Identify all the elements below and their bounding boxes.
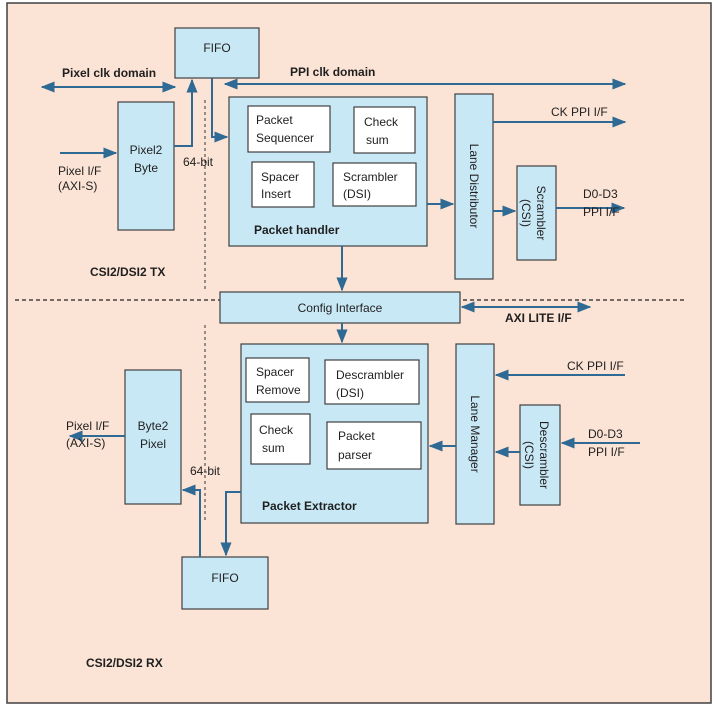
rx-section-label: CSI2/DSI2 RX: [86, 656, 163, 670]
tx-section-label: CSI2/DSI2 TX: [90, 265, 165, 279]
config-interface-block: [219, 291, 461, 324]
tx-pixel-if-label: Pixel I/F(AXI-S): [58, 164, 101, 193]
pixel-clk-domain-label: Pixel clk domain: [62, 66, 156, 80]
ppi-clk-domain-label: PPI clk domain: [290, 65, 375, 79]
rx-fifo-block: [181, 556, 269, 610]
spacer-insert-block: [251, 161, 315, 208]
descrambler-dsi-label: Descrambler(DSI): [336, 368, 404, 400]
lane-manager-block: [455, 343, 495, 525]
config-interface-label: Config Interface: [298, 301, 383, 315]
spacer-remove-block: [245, 357, 310, 403]
lane-distributor-block: [454, 93, 494, 280]
fifo-to-packet-handler-arrow: [211, 78, 229, 143]
descrambler-dsi-block: [324, 359, 420, 405]
rx-ck-ppi-if-label: CK PPI I/F: [567, 359, 624, 373]
packet-handler-label: Packet handler: [254, 223, 340, 237]
packet-extractor-to-fifo-arrow: [220, 491, 241, 557]
rx-fifo-label: FIFO: [211, 571, 238, 585]
scrambler-csi-label: Scrambler(CSI): [519, 186, 548, 241]
rx-checksum-block: [250, 413, 311, 465]
fifo-to-byte2pixel-arrow: [181, 484, 201, 557]
descrambler-csi-block: [519, 404, 561, 506]
scrambler-dsi-label: Scrambler(DSI): [343, 170, 398, 201]
tx-fifo-label: FIFO: [203, 41, 230, 55]
packet-parser-block: [326, 421, 422, 470]
tx-bus-width-label: 64-bit: [183, 155, 214, 169]
lane-manager-label: Lane Manager: [468, 395, 482, 472]
tx-checksum-block: [353, 106, 416, 154]
pixel2byte-block: [117, 101, 175, 231]
rx-pixel-if-label: Pixel I/F(AXI-S): [66, 419, 109, 450]
tx-ck-ppi-if-label: CK PPI I/F: [551, 105, 608, 119]
packet-extractor-label: Packet Extractor: [262, 499, 357, 513]
descrambler-csi-label: Descrambler(CSI): [522, 421, 551, 489]
axi-lite-if-label: AXI LITE I/F: [505, 311, 572, 325]
packet-sequencer-block: [247, 105, 331, 153]
scrambler-dsi-block: [332, 162, 417, 207]
lane-distributor-label: Lane Distributor: [467, 144, 481, 229]
pixel2byte-to-fifo-arrow: [174, 78, 198, 147]
rx-bus-width-label: 64-bit: [190, 464, 221, 478]
tx-fifo-block: [174, 27, 260, 79]
scrambler-csi-block: [516, 165, 557, 261]
